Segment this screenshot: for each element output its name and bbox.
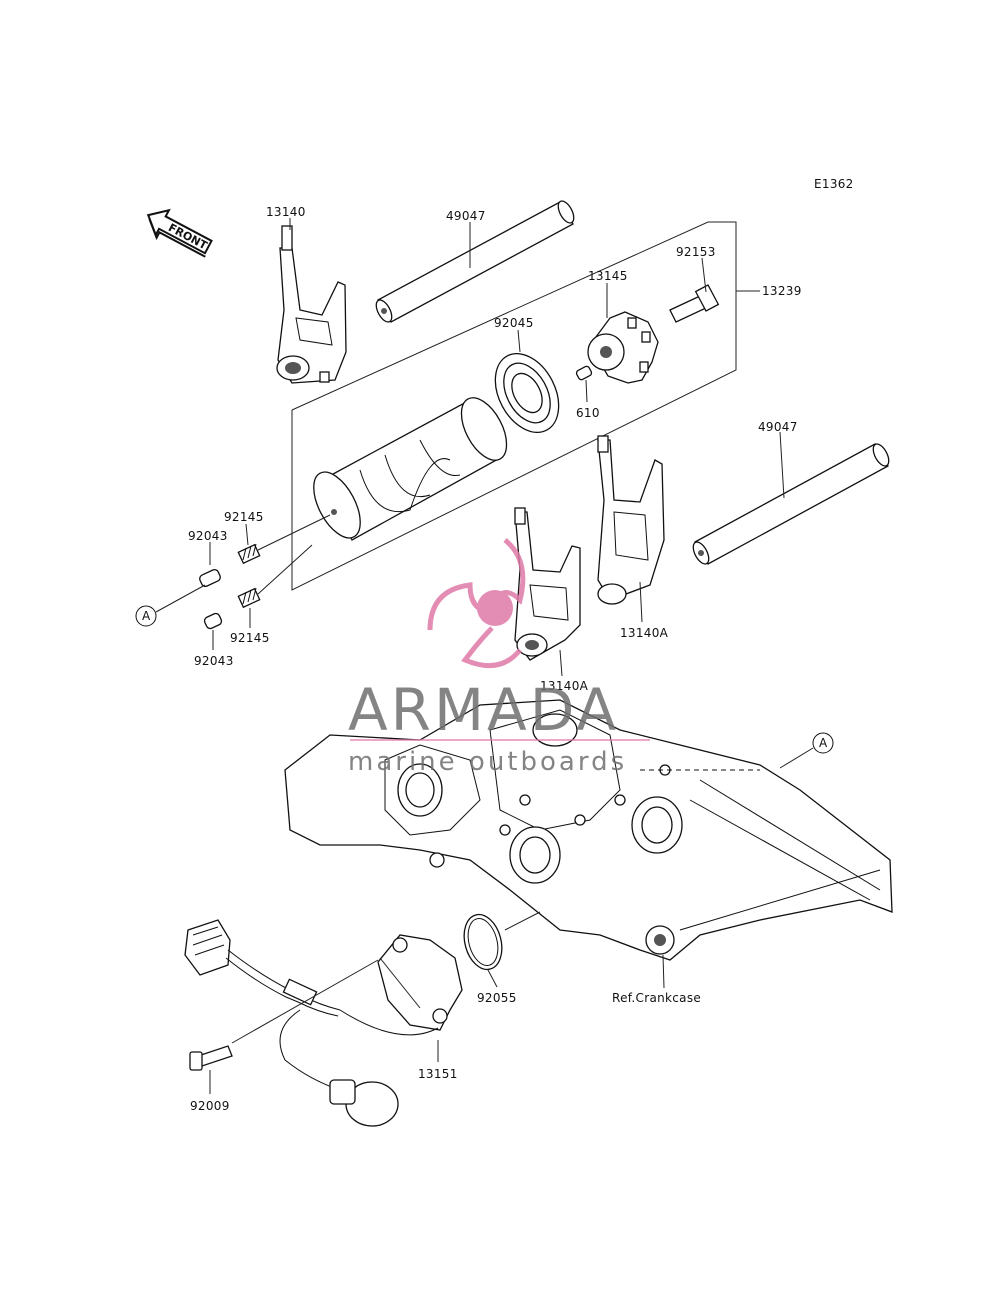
- label-ref-crankcase: Ref.Crankcase: [612, 991, 701, 1005]
- pin-92153: [669, 284, 720, 323]
- shift-fork-13140a-left: [514, 507, 581, 661]
- shift-drum: [313, 397, 508, 541]
- label-92153: 92153: [676, 245, 716, 259]
- label-13140a-left: 13140A: [540, 679, 589, 693]
- label-49047-lower: 49047: [758, 420, 798, 434]
- bearing-92045: [494, 353, 560, 433]
- pin-610: [575, 365, 593, 381]
- shift-rod-upper: [375, 200, 575, 323]
- gear-position-sensor: [184, 919, 463, 1127]
- watermark-tagline: marine outboards: [348, 747, 627, 777]
- kit-bracket: [291, 221, 760, 591]
- crankcase: [284, 699, 893, 961]
- label-13151: 13151: [418, 1067, 458, 1081]
- spring-92145-lower: [237, 587, 261, 609]
- leader-lines: [209, 218, 785, 1094]
- svg-text:A: A: [819, 736, 828, 750]
- label-610: 610: [576, 406, 600, 420]
- label-49047-upper: 49047: [446, 209, 486, 223]
- label-13140: 13140: [266, 205, 306, 219]
- watermark-logo: ARMADA marine outboards: [348, 538, 650, 777]
- pin-92043-upper: [199, 569, 221, 587]
- spring-92145-upper: [237, 543, 261, 565]
- diagram-code: E1362: [814, 177, 854, 191]
- shift-fork-13140: [276, 225, 347, 384]
- label-13239: 13239: [762, 284, 802, 298]
- ref-marker-a-left: A: [135, 605, 157, 627]
- watermark-brand: ARMADA: [348, 676, 619, 744]
- label-92043-upper: 92043: [188, 529, 228, 543]
- bolt-92009: [189, 1045, 233, 1071]
- pin-92043-lower: [203, 612, 223, 630]
- label-13145: 13145: [588, 269, 628, 283]
- label-92145-lower: 92145: [230, 631, 270, 645]
- propeller-icon: [427, 538, 526, 669]
- shift-fork-13140a-right: [597, 435, 665, 605]
- ref-marker-a-right: A: [812, 732, 834, 754]
- label-92043-lower: 92043: [194, 654, 234, 668]
- label-92145-upper: 92145: [224, 510, 264, 524]
- label-92055: 92055: [477, 991, 517, 1005]
- front-arrow-icon: FRONT: [146, 208, 213, 258]
- label-13140a-right: 13140A: [620, 626, 669, 640]
- shift-rod-lower: [692, 443, 890, 565]
- shift-cam-13145: [587, 311, 659, 384]
- label-92009: 92009: [190, 1099, 230, 1113]
- o-ring-92055: [463, 913, 503, 971]
- label-92045: 92045: [494, 316, 534, 330]
- svg-text:A: A: [142, 609, 151, 623]
